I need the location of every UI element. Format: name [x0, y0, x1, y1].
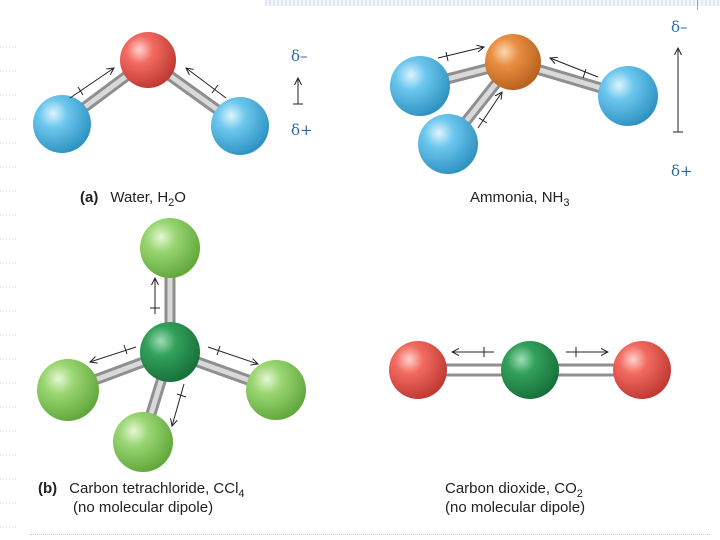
ccl4-formula: CCl4: [213, 480, 245, 500]
co2-carbon-atom: [501, 341, 559, 399]
co2-caption: Carbon dioxide, CO2: [445, 480, 583, 503]
ammonia-caption: Ammonia, NH3: [470, 189, 570, 212]
ammonia-formula: NH3: [541, 189, 570, 209]
ccl4-chlorine-atom-top: [140, 218, 200, 278]
ccl4-chlorine-atom-right: [246, 360, 306, 420]
slide-top-bar: [265, 0, 720, 6]
co2-note: (no molecular dipole): [445, 499, 586, 516]
water-name: Water,: [110, 189, 158, 206]
edge-guides: [0, 46, 16, 528]
ccl4-carbon-atom: [140, 322, 200, 382]
ammonia-delta-minus-label: δ–: [671, 18, 688, 36]
slide-bottom-border: [30, 534, 710, 535]
co2-oxygen-atom-left: [389, 341, 447, 399]
water-oxygen-atom: [120, 32, 176, 88]
part-label-a: (a): [80, 189, 99, 206]
water-caption: (a) Water, H2O: [80, 189, 186, 212]
co2-formula: CO2: [554, 480, 583, 500]
co2-oxygen-atom-right: [613, 341, 671, 399]
ammonia-name: Ammonia,: [470, 189, 542, 206]
ammonia-molecule: [390, 34, 683, 174]
co2-name: Carbon dioxide,: [445, 480, 555, 497]
water-molecular-dipole-arrow: [293, 78, 303, 105]
ammonia-hydrogen-atom-bottom: [418, 114, 478, 174]
water-delta-minus-label: δ–: [291, 47, 308, 65]
ccl4-bond-dipole-arrows: [90, 278, 258, 426]
ammonia-bond-dipole-arrows: [437, 47, 599, 129]
water-hydrogen-atom-left: [33, 95, 91, 153]
ccl4-caption: (b) Carbon tetrachloride, CCl4: [38, 480, 245, 503]
ccl4-molecule: [37, 218, 306, 472]
ccl4-chlorine-atom-bottom: [113, 412, 173, 472]
ammonia-hydrogen-atom-right: [598, 66, 658, 126]
water-formula: H2O: [157, 189, 186, 209]
water-molecule: [33, 32, 303, 155]
water-bond-dipole-arrows: [69, 68, 227, 99]
part-label-b: (b): [38, 480, 58, 497]
ammonia-delta-plus-label: δ+: [671, 162, 693, 180]
ammonia-molecular-dipole-arrow: [673, 48, 683, 133]
ccl4-name: Carbon tetrachloride,: [69, 480, 214, 497]
co2-bond-dipole-arrows: [452, 347, 608, 357]
water-hydrogen-atom-right: [211, 97, 269, 155]
ccl4-note: (no molecular dipole): [73, 499, 214, 516]
water-delta-plus-label: δ+: [291, 121, 313, 139]
slide-top-mark: [697, 0, 698, 10]
ammonia-nitrogen-atom: [485, 34, 541, 90]
ccl4-chlorine-atom-left: [37, 359, 99, 421]
ammonia-hydrogen-atom-left: [390, 56, 450, 116]
co2-molecule: [389, 341, 671, 399]
